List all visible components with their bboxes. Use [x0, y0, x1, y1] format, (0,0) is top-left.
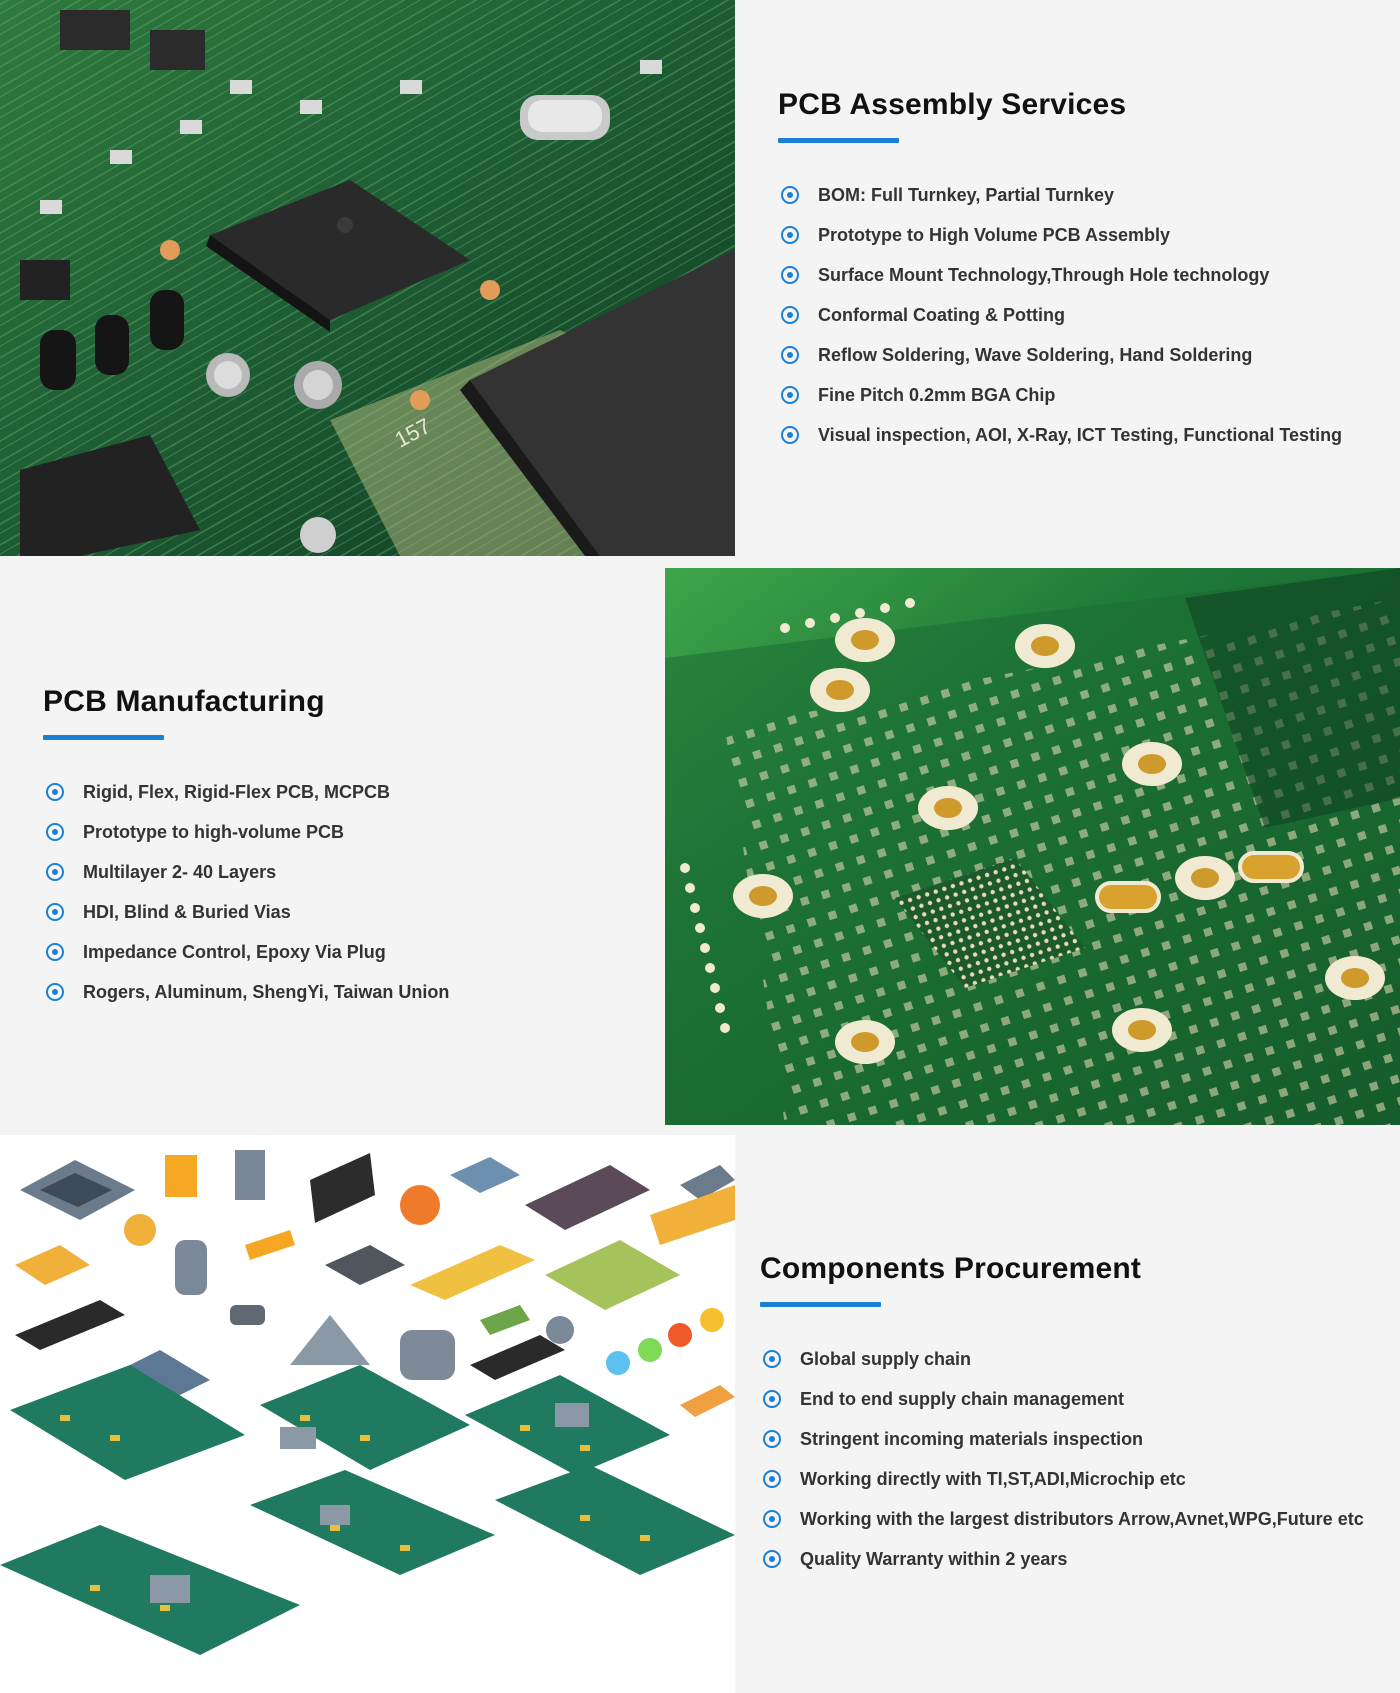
radio-dot-icon: [781, 226, 799, 244]
radio-dot-icon: [46, 983, 64, 1001]
pcb-assembly-content: PCB Assembly Services BOM: Full Turnkey,…: [778, 88, 1342, 463]
pcb-assembly-photo: 157: [0, 0, 735, 556]
pcb-assembly-section: 157 PCB Assembly Services BOM: Full Turn…: [0, 0, 1400, 556]
feature-list: Global supply chain End to end supply ch…: [760, 1347, 1364, 1587]
radio-dot-icon: [763, 1550, 781, 1568]
section-title: Components Procurement: [760, 1252, 1142, 1285]
components-illustration: [0, 1135, 735, 1693]
radio-dot-icon: [763, 1390, 781, 1408]
radio-dot-icon: [781, 186, 799, 204]
list-item: Quality Warranty within 2 years: [760, 1547, 1364, 1587]
radio-dot-icon: [763, 1510, 781, 1528]
title-underline: [43, 735, 164, 740]
radio-dot-icon: [781, 426, 799, 444]
list-item: End to end supply chain management: [760, 1387, 1364, 1427]
components-procurement-section: Components Procurement Global supply cha…: [0, 1135, 1400, 1693]
radio-dot-icon: [46, 903, 64, 921]
radio-dot-icon: [781, 266, 799, 284]
list-item: Reflow Soldering, Wave Soldering, Hand S…: [778, 343, 1342, 383]
list-item: Working with the largest distributors Ar…: [760, 1507, 1364, 1547]
radio-dot-icon: [781, 306, 799, 324]
list-item: Fine Pitch 0.2mm BGA Chip: [778, 383, 1342, 423]
feature-list: Rigid, Flex, Rigid-Flex PCB, MCPCB Proto…: [43, 780, 449, 1020]
list-item: Prototype to High Volume PCB Assembly: [778, 223, 1342, 263]
pcb-manufacturing-section: PCB Manufacturing Rigid, Flex, Rigid-Fle…: [0, 568, 1400, 1125]
radio-dot-icon: [46, 863, 64, 881]
components-photo: [0, 1135, 735, 1693]
list-item: Global supply chain: [760, 1347, 1364, 1387]
feature-list: BOM: Full Turnkey, Partial Turnkey Proto…: [778, 183, 1342, 463]
list-item: Visual inspection, AOI, X-Ray, ICT Testi…: [778, 423, 1342, 463]
list-item: Working directly with TI,ST,ADI,Microchi…: [760, 1467, 1364, 1507]
pcb-assembly-image: 157: [0, 0, 735, 556]
radio-dot-icon: [46, 943, 64, 961]
list-item: Rogers, Aluminum, ShengYi, Taiwan Union: [43, 980, 449, 1020]
pcb-manufacturing-content: PCB Manufacturing Rigid, Flex, Rigid-Fle…: [43, 685, 449, 1020]
list-item: Multilayer 2- 40 Layers: [43, 860, 449, 900]
list-item: BOM: Full Turnkey, Partial Turnkey: [778, 183, 1342, 223]
radio-dot-icon: [46, 823, 64, 841]
bare-pcb-image: [665, 568, 1400, 1125]
list-item: Prototype to high-volume PCB: [43, 820, 449, 860]
title-underline: [778, 138, 899, 143]
radio-dot-icon: [781, 386, 799, 404]
pcb-manufacturing-photo: [665, 568, 1400, 1125]
title-underline: [760, 1302, 881, 1307]
radio-dot-icon: [763, 1350, 781, 1368]
list-item: Impedance Control, Epoxy Via Plug: [43, 940, 449, 980]
section-title: PCB Manufacturing: [43, 685, 325, 718]
section-title: PCB Assembly Services: [778, 88, 1127, 121]
list-item: HDI, Blind & Buried Vias: [43, 900, 449, 940]
list-item: Surface Mount Technology,Through Hole te…: [778, 263, 1342, 303]
radio-dot-icon: [781, 346, 799, 364]
radio-dot-icon: [46, 783, 64, 801]
list-item: Rigid, Flex, Rigid-Flex PCB, MCPCB: [43, 780, 449, 820]
radio-dot-icon: [763, 1470, 781, 1488]
list-item: Stringent incoming materials inspection: [760, 1427, 1364, 1467]
components-procurement-content: Components Procurement Global supply cha…: [760, 1252, 1364, 1587]
list-item: Conformal Coating & Potting: [778, 303, 1342, 343]
radio-dot-icon: [763, 1430, 781, 1448]
